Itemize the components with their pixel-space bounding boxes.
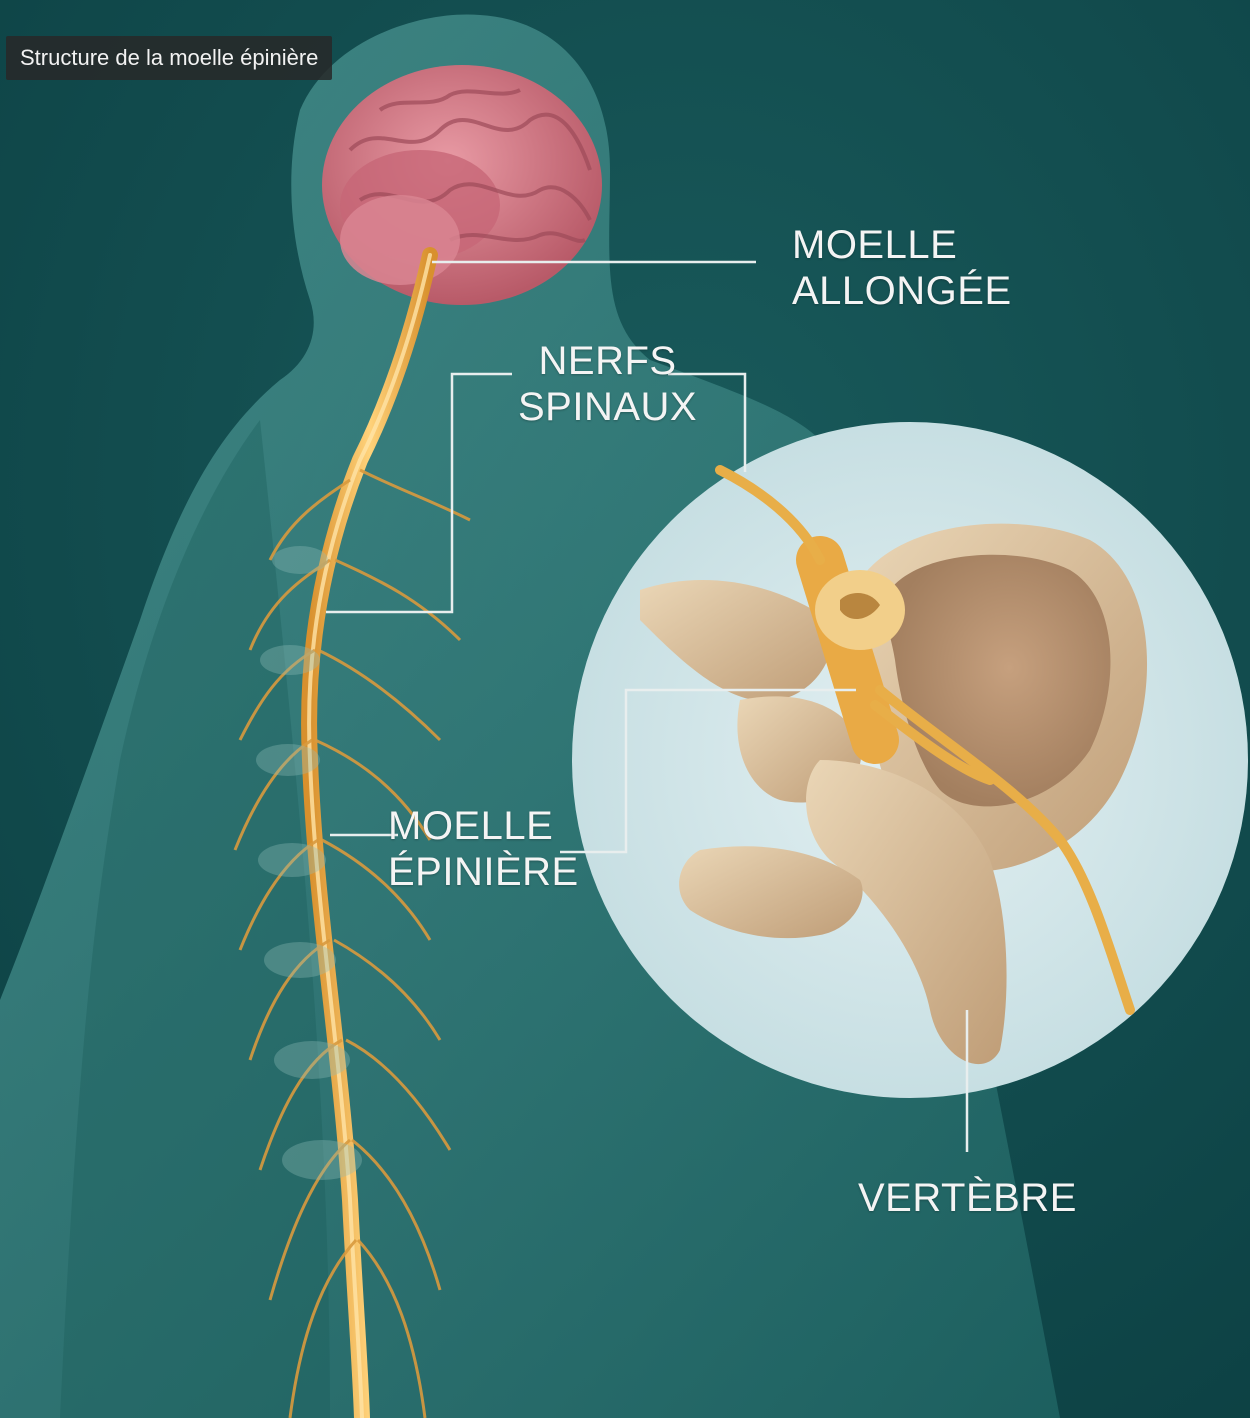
label-moelle-epiniere-line1: MOELLE [388, 803, 579, 849]
label-moelle-allongee: MOELLE ALLONGÉE [792, 222, 1012, 314]
brain [322, 65, 602, 305]
label-nerfs-spinaux-line2: SPINAUX [518, 384, 697, 430]
vertebra-inset [572, 422, 1248, 1098]
label-moelle-epiniere: MOELLE ÉPINIÈRE [388, 803, 579, 895]
label-vertebre: VERTÈBRE [858, 1175, 1077, 1221]
label-nerfs-spinaux-line1: NERFS [518, 338, 697, 384]
label-nerfs-spinaux: NERFS SPINAUX [518, 338, 697, 430]
caption-badge: Structure de la moelle épinière [6, 36, 332, 80]
label-moelle-allongee-line1: MOELLE [792, 222, 1012, 268]
label-moelle-epiniere-line2: ÉPINIÈRE [388, 849, 579, 895]
label-moelle-allongee-line2: ALLONGÉE [792, 268, 1012, 314]
